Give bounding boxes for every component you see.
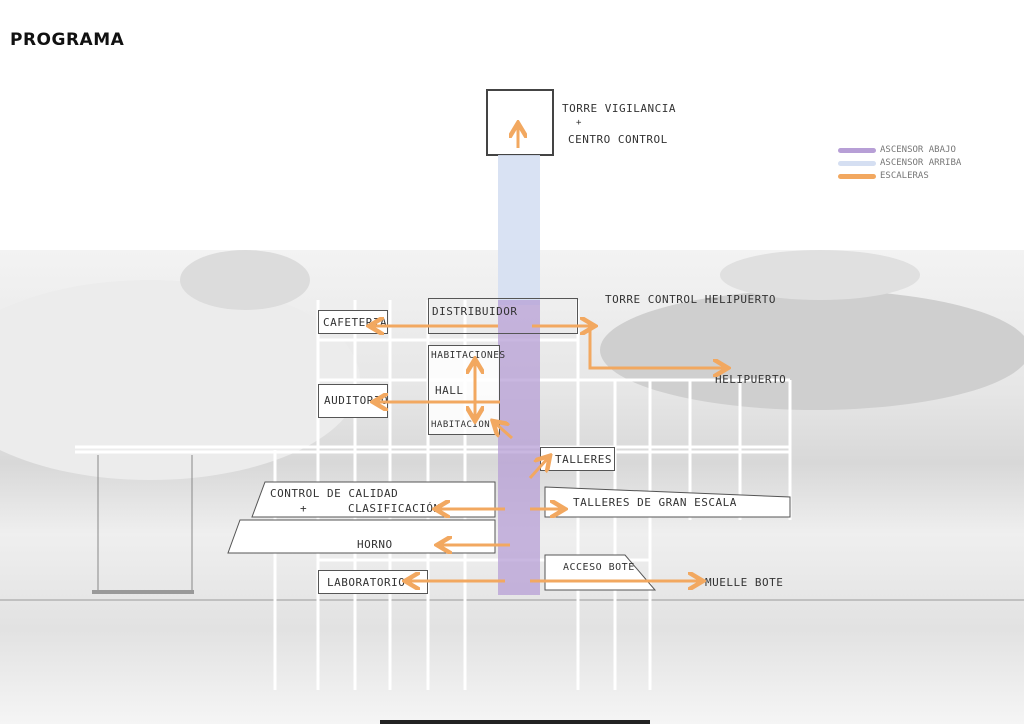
arrow-habitacion-diag bbox=[495, 423, 513, 440]
habitacion-label: HABITACION bbox=[431, 420, 491, 430]
laboratorio-label: LABORATORIO bbox=[327, 576, 406, 589]
torre-plus-label: + bbox=[576, 118, 582, 128]
arrow-talleres bbox=[528, 458, 548, 480]
elevator-up-shaft bbox=[498, 155, 540, 305]
legend-label: ASCENSOR ARRIBA bbox=[880, 158, 962, 168]
habitaciones-label: HABITACIONES bbox=[431, 350, 506, 361]
control-calidad-label: CONTROL DE CALIDAD bbox=[270, 487, 399, 500]
clasificacion-label: CLASIFICACIÓN bbox=[348, 502, 441, 515]
page-title: PROGRAMA bbox=[10, 30, 125, 50]
horno-slab bbox=[227, 519, 496, 554]
legend-ascensor-arriba: ASCENSOR ARRIBA bbox=[838, 158, 961, 168]
centro-control-label: CENTRO CONTROL bbox=[568, 133, 668, 146]
arrow-helipuerto bbox=[532, 324, 725, 368]
control-plus-label: + bbox=[300, 502, 308, 515]
talleres-gran-escala-label: TALLERES DE GRAN ESCALA bbox=[573, 496, 737, 509]
distribuidor-label: DISTRIBUIDOR bbox=[432, 305, 518, 318]
legend-swatch bbox=[838, 147, 876, 153]
legend-escaleras: ESCALERAS bbox=[838, 171, 929, 181]
distribuidor-box: DISTRIBUIDOR bbox=[428, 298, 578, 334]
talleres-gran-escala-slab bbox=[544, 486, 791, 518]
helipuerto-label: HELIPUERTO bbox=[715, 373, 787, 386]
legend-swatch bbox=[838, 173, 876, 179]
habitaciones-box: HABITACIONES HALL HABITACION bbox=[428, 345, 505, 435]
torre-vigilancia-label: TORRE VIGILANCIA bbox=[562, 102, 676, 115]
legend-swatch bbox=[838, 160, 876, 166]
torre-control-helipuerto-label: TORRE CONTROL HELIPUERTO bbox=[605, 293, 776, 306]
legend-label: ESCALERAS bbox=[880, 171, 929, 181]
horno-label: HORNO bbox=[357, 538, 393, 551]
auditorio-box: AUDITORIO bbox=[318, 384, 388, 418]
talleres-label: TALLERES bbox=[555, 453, 612, 466]
legend-label: ASCENSOR ABAJO bbox=[880, 145, 956, 155]
dock-platform bbox=[92, 590, 194, 594]
legend-ascensor-abajo: ASCENSOR ABAJO bbox=[838, 145, 956, 155]
hall-label: HALL bbox=[435, 384, 464, 397]
acceso-bote-label: ACCESO BOTE bbox=[563, 562, 635, 573]
muelle-bote-label: MUELLE BOTE bbox=[705, 576, 784, 589]
watch-tower-top bbox=[486, 89, 554, 156]
